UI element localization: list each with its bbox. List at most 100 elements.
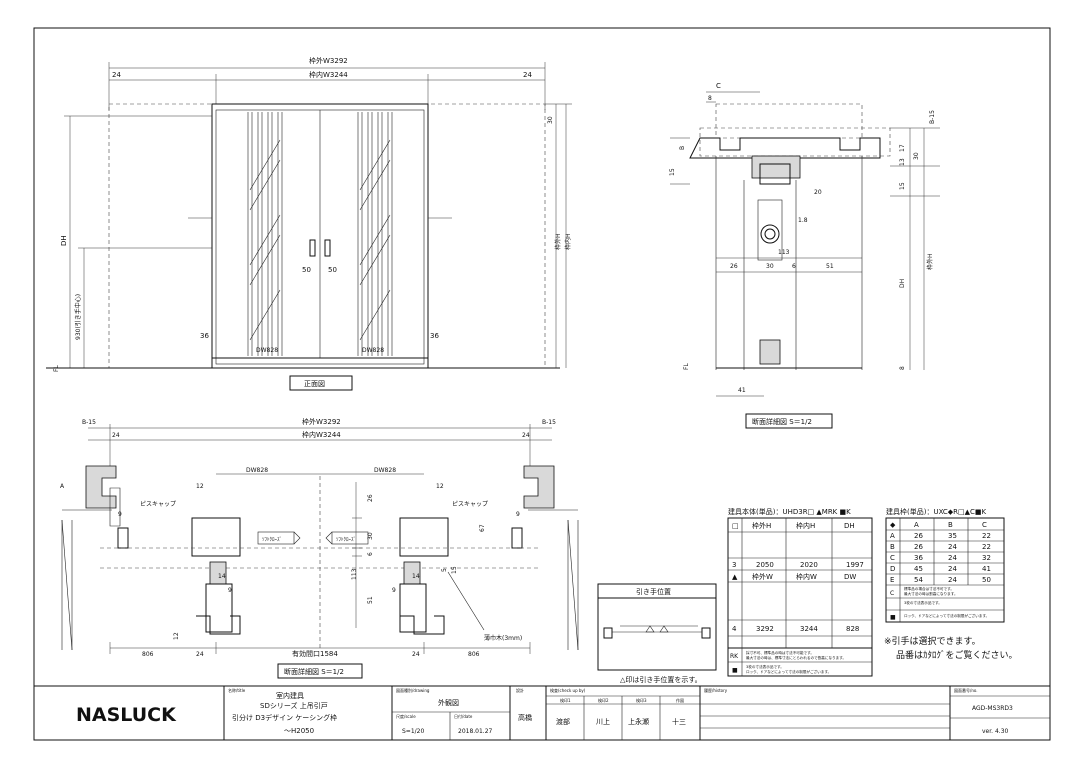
sd-8: 8	[708, 95, 712, 102]
ft-cell: 26	[914, 532, 923, 540]
front-frame-h-b: 枠内H	[564, 233, 572, 250]
tb-checker3: 上永瀬	[628, 717, 649, 726]
ps-26: 26	[367, 494, 374, 502]
ps-9b-left: 9	[228, 587, 232, 594]
tb-date: 2018.01.27	[458, 728, 493, 735]
ft-cell: 50	[982, 576, 991, 584]
sd-18: 1.8	[798, 217, 808, 224]
ps-12-left: 12	[196, 483, 204, 490]
bt-rk: RK	[730, 653, 739, 660]
ps-24b-right: 24	[412, 651, 420, 658]
sd-b15: B-15	[929, 110, 936, 124]
ps-113: 113	[351, 568, 358, 580]
ft-cell: 54	[914, 576, 923, 584]
tb-name-4: 〜H2050	[284, 727, 314, 735]
tb-checker4: 十三	[672, 717, 686, 726]
ps-cap-right: ピスキャップ	[452, 501, 488, 508]
front-margin-left: 24	[112, 71, 121, 79]
ps-12b: 12	[173, 632, 180, 640]
sd-dh: DH	[899, 279, 906, 288]
ft-cell: 36	[914, 554, 923, 562]
right-handle-icon	[324, 239, 331, 257]
handle-gap-left: 50	[302, 266, 311, 274]
tb-no: AGD-MS3RD3	[972, 705, 1013, 712]
logo-text: NASLUCK	[76, 704, 177, 726]
ps-9-right: 9	[516, 511, 520, 518]
sd-13: 13	[899, 158, 906, 166]
front-margin-right: 24	[523, 71, 532, 79]
ft-cell: 41	[982, 565, 991, 573]
ft-cell: 35	[948, 532, 957, 540]
ps-6: 6	[367, 552, 374, 556]
ps-9-left: 9	[118, 511, 122, 518]
note-line1: ※引手は選択できます。	[884, 635, 981, 647]
ft-cell: 24	[948, 565, 957, 573]
ps-a: A	[60, 483, 65, 490]
ft-cell: B	[890, 543, 895, 551]
sd-fl: FL	[683, 363, 690, 370]
tb-name-label: 名称/title	[228, 687, 246, 693]
bt-h2-1: 枠外W	[752, 572, 773, 581]
ps-caption: 断面詳細図 S＝1/2	[284, 667, 344, 676]
tb-drawing-label: 図面種別/drawing	[396, 687, 430, 693]
sd-15b: 15	[899, 182, 906, 190]
bt-h1-1: 枠外H	[752, 521, 771, 530]
ft-cell: D	[890, 565, 895, 573]
ft-h-1: A	[914, 521, 919, 529]
sheet-border	[33, 27, 1051, 741]
sd-b: B	[679, 146, 686, 150]
tb-drawing: 外観図	[438, 698, 459, 707]
ps-dw-left: DW828	[246, 467, 268, 474]
bt-r4-2: 3244	[800, 625, 818, 633]
hp-title: 引き手位置	[636, 587, 671, 596]
bt-r3-0: 3	[732, 561, 736, 569]
sd-15: 15	[669, 168, 676, 176]
ps-15: 15	[451, 566, 458, 574]
handle-position: 引き手位置 △印は引き手位置を示す。	[597, 583, 717, 684]
ps-inner-w: 枠内W3244	[302, 430, 341, 439]
ft-cell: 45	[914, 565, 923, 573]
tb-scale-label: 尺度/scale	[396, 713, 416, 719]
tb-check-label: 検査(check up by)	[550, 687, 586, 693]
bt-r4-1: 3292	[756, 625, 774, 633]
front-top-dim: 30	[547, 116, 554, 124]
note-line2: 品番はｶﾀﾛｸﾞをご覧ください。	[896, 649, 1018, 661]
front-caption: 正面図	[304, 380, 325, 388]
ft-cell: 24	[948, 554, 957, 562]
bt-rk-note1: 採寸不可、標準品の時は寸法不可能です。	[746, 650, 814, 655]
side-left: 36	[200, 332, 209, 340]
bt-r4-0: 4	[732, 625, 737, 633]
tb-name-2: SDシリーズ 上吊引戸	[260, 701, 328, 710]
ft-cell: 26	[914, 543, 923, 551]
ps-effective: 有効間口1584	[292, 649, 338, 658]
sd-caption: 断面詳細図 S＝1/2	[752, 417, 812, 426]
ps-24b-left: 24	[196, 651, 204, 658]
ps-5: 5	[441, 568, 448, 572]
ft-k-note1: 3枚の寸法表示品です。	[904, 600, 942, 605]
side-right: 36	[430, 332, 439, 340]
ps-b15-left: B-15	[82, 419, 96, 426]
bt-r3-2: 2020	[800, 561, 818, 569]
ps-14-right: 14	[412, 573, 420, 580]
bt-r3-1: 2050	[756, 561, 774, 569]
ft-h-3: C	[982, 521, 987, 529]
ps-30: 30	[367, 532, 374, 540]
front-dh: DH	[60, 235, 68, 246]
bt-k: ■	[732, 667, 738, 674]
ft-c-note1: 標準品の場合は寸法不可です。	[904, 586, 954, 591]
sd-26: 26	[730, 263, 738, 270]
sd-20: 20	[814, 189, 822, 196]
ps-12-right: 12	[436, 483, 444, 490]
tb-checker3-label: 検印3	[636, 697, 647, 703]
front-frame-h-a: 枠外H	[554, 233, 562, 250]
tb-design-label: 設計	[516, 687, 524, 693]
ps-arrow-right: ｿﾌﾄｸﾛｰｽﾞ	[336, 536, 356, 543]
section-detail: C 8 B 15 B-15 17 13 30 15 DH 枠外H 8	[669, 82, 940, 429]
ft-h-2: B	[948, 521, 953, 529]
sd-30: 30	[913, 152, 920, 160]
ft-k: ■	[890, 614, 896, 621]
tb-date-label: 日付/date	[454, 713, 473, 719]
ft-k-note2: ロック、ドアなどによって寸法の制限がございます。	[904, 613, 989, 618]
ps-806-left: 806	[142, 651, 154, 658]
